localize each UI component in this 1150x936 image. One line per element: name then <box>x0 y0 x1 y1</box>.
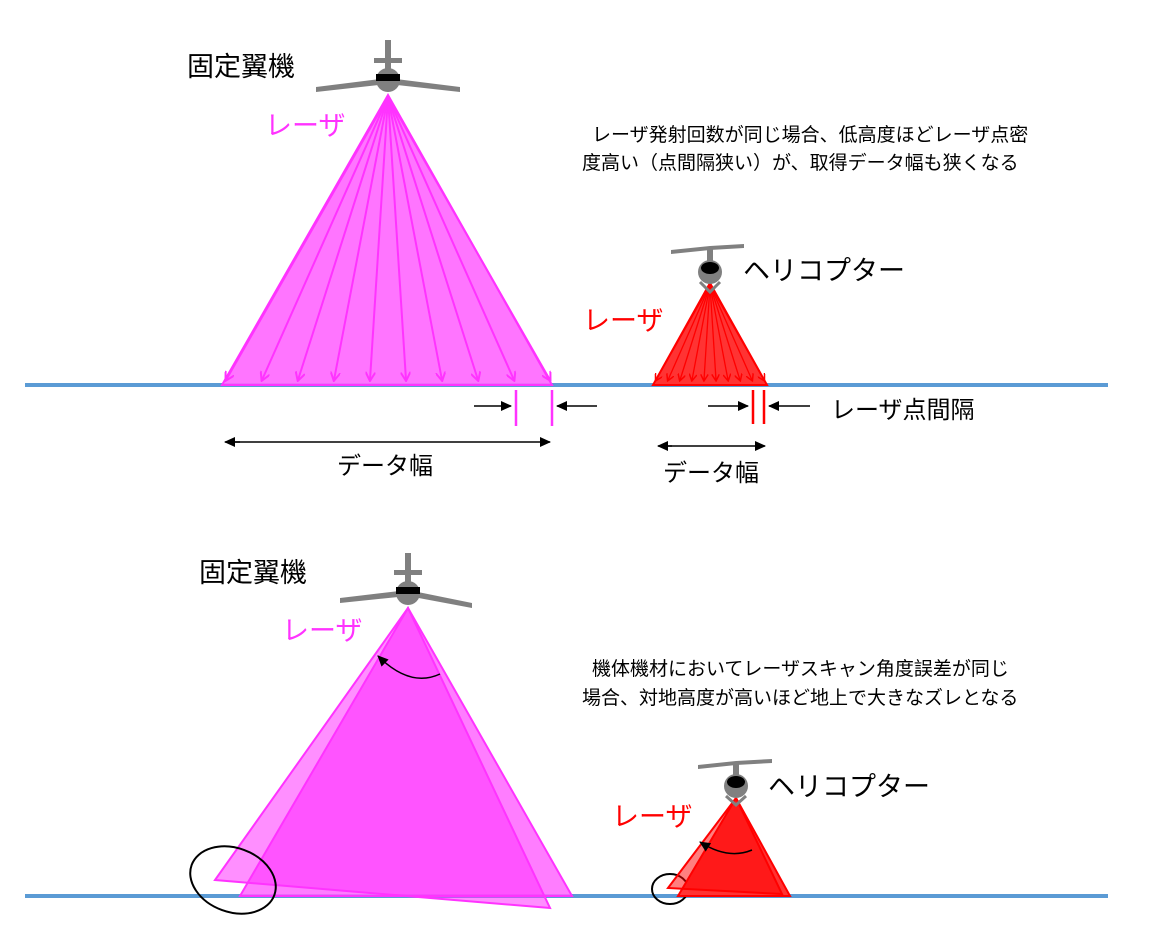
laser-ray <box>709 284 740 380</box>
helicopter-icon-bottom <box>698 759 772 808</box>
laser-ray <box>709 284 752 380</box>
heli-angle-error-arrow <box>699 841 753 855</box>
laser-ray <box>387 96 514 380</box>
laser-ray <box>226 96 389 380</box>
point-spacing-label: レーザ点間隔 <box>831 396 975 424</box>
fixed-laser-rays <box>226 96 550 380</box>
heli-label: ヘリコプター <box>743 256 905 287</box>
laser-ray <box>387 96 478 380</box>
laser-ray <box>387 96 550 380</box>
heli-label-bottom: ヘリコプター <box>768 772 930 803</box>
fixed-data-width-label: データ幅 <box>337 452 433 480</box>
fixed-error-circle <box>189 845 277 915</box>
bottom-note-line2: 場合、対地高度が高いほど地上で大きなズレとなる <box>582 687 1018 709</box>
heli-point-spacing <box>708 390 810 424</box>
laser-ray <box>298 96 389 380</box>
laser-ray <box>709 284 716 380</box>
laser-ray <box>387 96 442 380</box>
laser-ray <box>709 284 728 380</box>
heli-laser-label: レーザ <box>583 306 663 337</box>
laser-ray <box>704 284 711 380</box>
laser-ray <box>387 96 406 380</box>
fixed-wing-label-bottom: 固定翼機 <box>199 558 307 589</box>
laser-ray <box>668 284 711 380</box>
fixed-angle-error-arrow <box>377 655 441 679</box>
fixed-wing-icon-bottom <box>340 553 472 608</box>
fixed-laser-label-bottom: レーザ <box>282 616 362 647</box>
fixed-wing-icon <box>316 40 460 92</box>
fixed-point-spacing <box>474 390 597 426</box>
laser-ray <box>656 284 711 380</box>
top-note-line2: 度高い（点間隔狭い）が、取得データ幅も狭くなる <box>582 152 1019 174</box>
fixed-scan-error <box>213 606 552 910</box>
laser-ray <box>262 96 389 380</box>
heli-laser-rays <box>656 284 764 380</box>
laser-ray <box>334 96 389 380</box>
fixed-laser-label: レーザ <box>265 111 345 142</box>
top-note-line1: レーザ発射回数が同じ場合、低高度ほどレーザ点密 <box>592 124 1028 146</box>
bottom-note-line1: 機体機材においてレーザスキャン角度誤差が同じ <box>592 658 1009 680</box>
helicopter-icon <box>671 244 744 295</box>
laser-ray <box>709 284 764 380</box>
heli-data-width-label: データ幅 <box>663 459 759 487</box>
laser-ray <box>692 284 711 380</box>
fixed-wing-label: 固定翼機 <box>187 52 295 83</box>
laser-ray <box>370 96 389 380</box>
heli-laser-label-bottom: レーザ <box>612 802 692 833</box>
top-panel: 固定翼機 レーザ レーザ発射回数が同じ場合、低高度ほどレーザ点密 度高い（点間隔… <box>25 40 1108 487</box>
bottom-panel: 固定翼機 レーザ 機体機材においてレーザスキャン角度誤差が同じ 場合、対地高度が… <box>25 553 1108 915</box>
heli-laser-fan <box>651 280 769 386</box>
laser-ray <box>680 284 711 380</box>
